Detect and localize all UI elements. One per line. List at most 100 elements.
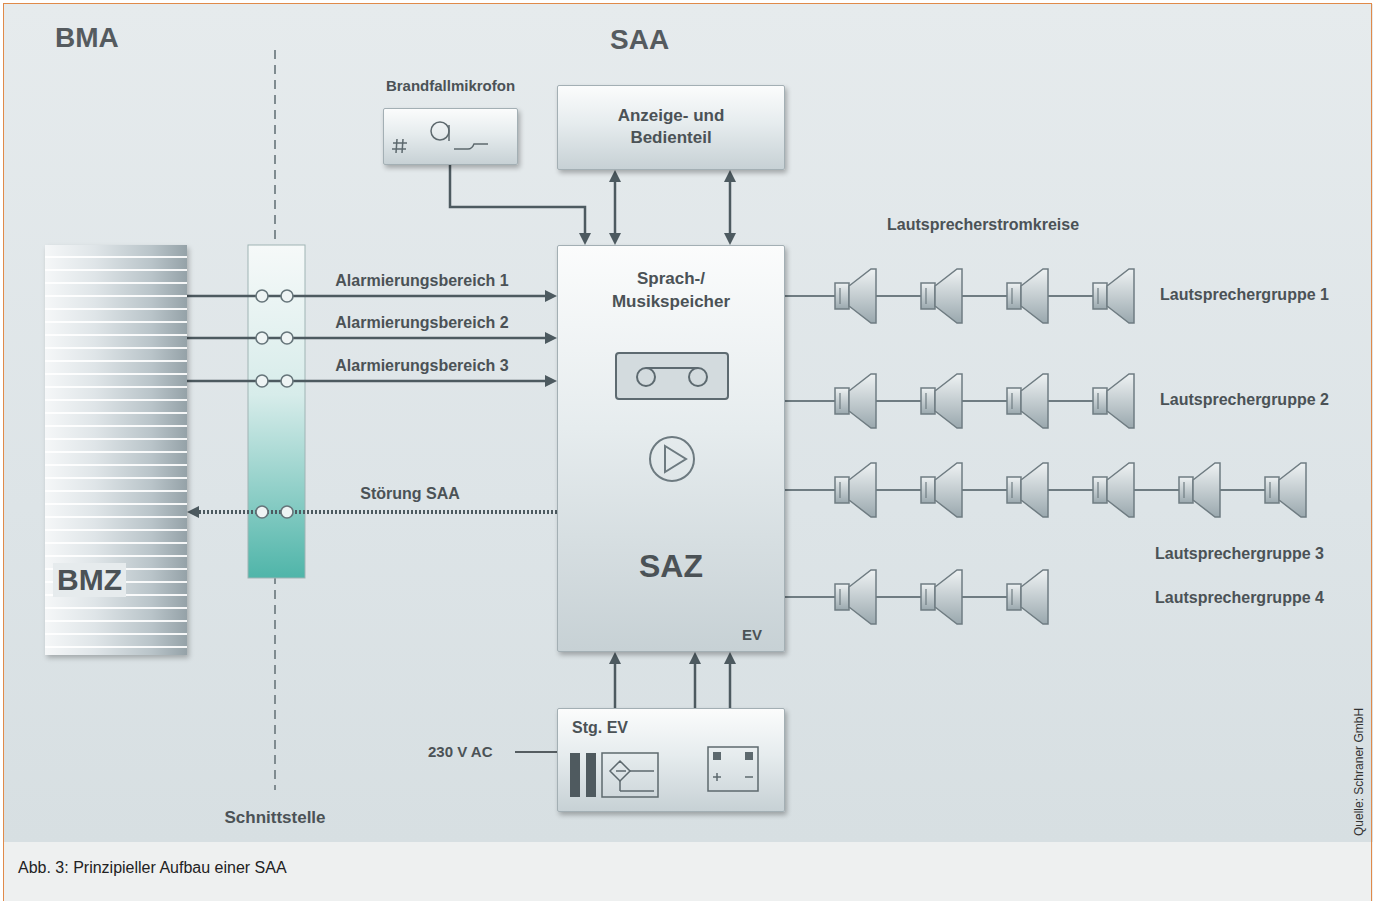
speaker-horn xyxy=(849,463,876,517)
speaker-detail xyxy=(1011,482,1012,498)
arrow-head xyxy=(724,170,736,182)
node-text: SAZ xyxy=(558,548,784,585)
speaker-magnet xyxy=(1007,477,1021,503)
terminal xyxy=(281,506,293,518)
speaker-magnet xyxy=(1093,283,1107,309)
speaker-horn xyxy=(849,269,876,323)
speaker-detail xyxy=(1097,393,1098,409)
speaker-detail xyxy=(1183,482,1184,498)
caption: Abb. 3: Prinzipieller Aufbau einer SAA xyxy=(18,859,287,877)
fire-panel: BMZ xyxy=(45,245,187,655)
terminal xyxy=(256,290,268,302)
signal-connector xyxy=(187,290,557,302)
speaker-magnet xyxy=(835,584,849,610)
speaker-detail xyxy=(1097,288,1098,304)
speaker-horn xyxy=(1021,463,1048,517)
signal-connector xyxy=(724,170,736,245)
speaker-detail xyxy=(839,482,840,498)
speaker-horn xyxy=(849,570,876,624)
speaker-detail xyxy=(839,393,840,409)
terminal xyxy=(256,506,268,518)
speaker-detail xyxy=(839,589,840,605)
group-label: Lautsprechergruppe 3 xyxy=(1155,545,1324,563)
speaker-horn xyxy=(849,374,876,428)
signal-connector xyxy=(724,652,736,708)
speaker-horn xyxy=(935,374,962,428)
group-label: Lautsprechergruppe 2 xyxy=(1160,391,1329,409)
connector-label: Störung SAA xyxy=(360,485,460,503)
connector-line xyxy=(198,510,557,514)
speaker-horn xyxy=(1021,269,1048,323)
connector-label: Alarmierungsbereich 2 xyxy=(335,314,508,332)
arrow-head xyxy=(609,652,621,664)
source-note: Quelle: Schraner GmbH xyxy=(1352,708,1366,836)
signal-connector xyxy=(187,332,557,344)
group-label: Lautsprechergruppe 4 xyxy=(1155,589,1324,607)
control-panel-box: Anzeige- und Bedienteil xyxy=(557,85,785,170)
terminal xyxy=(281,375,293,387)
arrow-head xyxy=(609,233,621,245)
speaker-magnet xyxy=(835,283,849,309)
power-supply-box: Stg. EV xyxy=(557,708,785,812)
speaker-horn xyxy=(1021,374,1048,428)
speaker-detail xyxy=(925,482,926,498)
arrow-head xyxy=(724,652,736,664)
terminal xyxy=(256,375,268,387)
arrow-head xyxy=(545,332,557,344)
speaker-magnet xyxy=(1093,388,1107,414)
signal-connector xyxy=(187,375,557,387)
node-text: BMZ xyxy=(53,563,126,597)
speaker-horn xyxy=(935,570,962,624)
connector-line xyxy=(187,295,546,298)
arrow-head xyxy=(689,652,701,664)
speaker-detail xyxy=(925,288,926,304)
speaker-horn xyxy=(935,269,962,323)
speaker-detail xyxy=(1011,288,1012,304)
connector-line xyxy=(694,663,697,708)
arrow-head xyxy=(609,170,621,182)
signal-connector xyxy=(689,652,701,708)
microphone-box: Brandfallmikrofon xyxy=(383,108,518,165)
speaker-magnet xyxy=(835,477,849,503)
node-text: Stg. EV xyxy=(572,719,628,737)
arrow-head xyxy=(579,233,591,245)
arrow-head xyxy=(187,506,199,518)
speaker-magnet xyxy=(1007,283,1021,309)
speaker-magnet xyxy=(1007,584,1021,610)
speaker-horn xyxy=(1193,463,1220,517)
speaker-magnet xyxy=(921,388,935,414)
circuit-label: Lautsprecherstromkreise xyxy=(887,216,1079,234)
connector-label: Alarmierungsbereich 1 xyxy=(335,272,508,290)
signal-connector xyxy=(450,165,591,245)
power-line xyxy=(515,751,557,753)
speaker-wire xyxy=(785,596,1011,598)
speaker-magnet xyxy=(921,584,935,610)
speaker-magnet xyxy=(921,283,935,309)
connector-line xyxy=(614,663,617,708)
speaker-detail xyxy=(839,288,840,304)
speaker-magnet xyxy=(1007,388,1021,414)
speaker-horn xyxy=(1107,463,1134,517)
terminal xyxy=(281,290,293,302)
speaker-horn xyxy=(1279,463,1306,517)
section-heading: SAA xyxy=(610,24,669,56)
connector-line xyxy=(729,663,732,708)
speaker-horn xyxy=(1021,570,1048,624)
speaker-detail xyxy=(1011,393,1012,409)
connector-line xyxy=(187,337,546,340)
speaker-circuits xyxy=(785,269,1306,624)
section-heading: BMA xyxy=(55,22,119,54)
arrow-head xyxy=(545,375,557,387)
speaker-horn xyxy=(1107,269,1134,323)
group-label: Lautsprechergruppe 1 xyxy=(1160,286,1329,304)
signal-connector xyxy=(609,652,621,708)
node-text: Sprach-/ Musikspeicher xyxy=(558,268,784,314)
speaker-horn xyxy=(1107,374,1134,428)
speaker-magnet xyxy=(1179,477,1193,503)
speaker-detail xyxy=(1011,589,1012,605)
arrow-head xyxy=(724,233,736,245)
speaker-magnet xyxy=(835,388,849,414)
speaker-detail xyxy=(1269,482,1270,498)
arrow-head xyxy=(545,290,557,302)
speaker-detail xyxy=(1097,482,1098,498)
